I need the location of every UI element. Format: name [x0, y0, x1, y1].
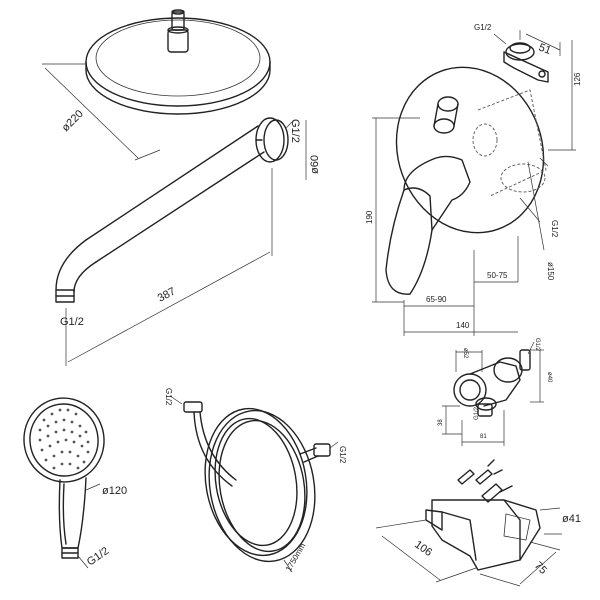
outlet-bottom-thread-label: G1/2	[474, 406, 480, 420]
hand-shower: ø120 G1/2	[23, 397, 127, 569]
outlet-right-top-label: G1/2	[534, 338, 540, 352]
outlet-left-top-label: ø52	[462, 348, 468, 359]
mixer-bracket-thread-label: G1/2	[474, 23, 492, 32]
mixer-depth-b-label: 50-75	[487, 271, 508, 280]
spray-nozzles	[38, 408, 90, 470]
hose-right-thread-label: G1/2	[338, 446, 347, 464]
hand-shower-diameter-label: ø120	[102, 485, 127, 497]
mixer-diameter-label: ø150	[546, 262, 555, 281]
arm-thread-label: G1/2	[289, 119, 301, 143]
holder-diameter-label: ø41	[562, 513, 581, 525]
shower-holder: 106 75 ø41	[375, 459, 581, 587]
overhead-thread-label: G1/2	[60, 316, 84, 328]
overhead-diameter-label: ø220	[60, 108, 86, 134]
hose-top-thread-label: G1/2	[164, 388, 173, 406]
hand-shower-thread-label: G1/2	[85, 545, 111, 569]
wall-outlet: ø52 G1/2 ø40 38 G1/2 81	[438, 338, 552, 446]
shower-arm: G1/2 G1/2 ø60 387	[55, 117, 321, 366]
outlet-width-label: 81	[480, 434, 487, 440]
mixer-height-label: 190	[365, 210, 374, 224]
mounting-screws	[457, 459, 513, 503]
outlet-height-label: ø40	[546, 372, 552, 383]
holder-width-label: 106	[412, 539, 434, 559]
arm-length-label: 387	[156, 285, 178, 304]
holder-depth-label: 75	[532, 560, 549, 577]
overhead-shower: ø220	[42, 9, 271, 161]
outlet-left-dim-label: 38	[438, 419, 444, 426]
mixer-bracket-height-label: 126	[573, 72, 582, 86]
mixer-depth-a-label: 65-90	[426, 295, 447, 304]
shower-hose: G1/2 G1/2 1750mm	[164, 388, 347, 573]
arm-height-label: ø60	[309, 155, 321, 174]
concealed-mixer: G1/2 51 126 190 65-90 50-75 140 ø150 G1/…	[365, 23, 582, 336]
mixer-outlet-thread-label: G1/2	[550, 220, 559, 238]
mixer-depth-total-label: 140	[456, 321, 470, 330]
mixer-bracket-depth-label: 51	[537, 42, 553, 57]
